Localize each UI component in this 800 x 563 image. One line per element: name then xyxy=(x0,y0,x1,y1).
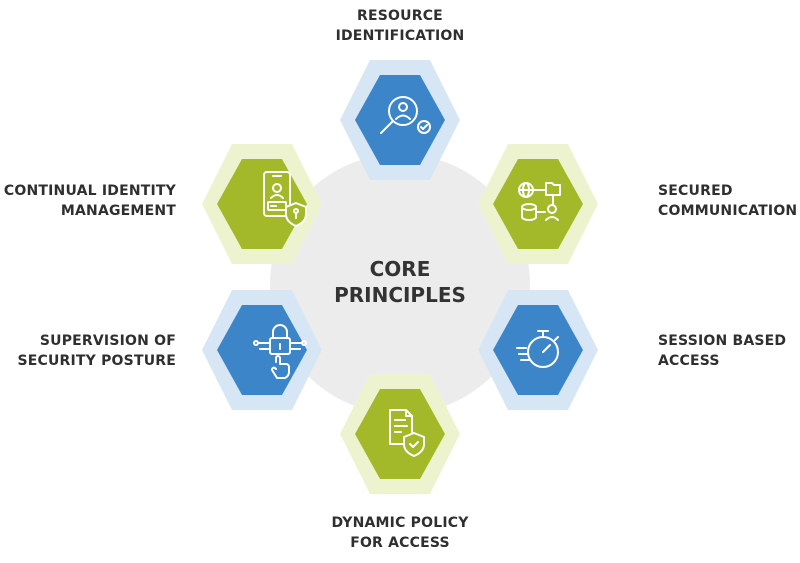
network-database-icon xyxy=(518,182,561,221)
label-line: CONTINUAL IDENTITY xyxy=(3,183,176,199)
label-secured-communication: SECURED COMMUNICATION xyxy=(658,181,797,221)
label-line: SECURED xyxy=(658,183,733,199)
label-line: FOR ACCESS xyxy=(350,535,450,551)
label-line: SECURITY POSTURE xyxy=(17,353,176,369)
label-line: SESSION BASED xyxy=(658,333,787,349)
center-title: CORE PRINCIPLES xyxy=(330,256,470,308)
document-shield-icon xyxy=(389,409,425,457)
label-line: COMMUNICATION xyxy=(658,203,798,219)
hex-session-based-access xyxy=(478,290,598,410)
search-user-icon xyxy=(380,96,431,134)
stopwatch-icon xyxy=(516,330,559,368)
label-line: IDENTIFICATION xyxy=(335,28,465,44)
label-resource-identification: RESOURCE IDENTIFICATION xyxy=(320,6,480,46)
label-line: SUPERVISION OF xyxy=(39,333,176,349)
label-continual-identity: CONTINUAL IDENTITY MANAGEMENT xyxy=(0,181,176,221)
label-line: DYNAMIC POLICY xyxy=(331,515,469,531)
label-dynamic-policy: DYNAMIC POLICY FOR ACCESS xyxy=(320,513,480,553)
hex-dynamic-policy xyxy=(340,374,460,494)
label-line: RESOURCE xyxy=(357,8,443,24)
hex-security-posture xyxy=(202,290,322,410)
mobile-identity-icon xyxy=(263,171,307,227)
label-session-based-access: SESSION BASED ACCESS xyxy=(658,331,786,371)
hex-secured-communication xyxy=(478,144,598,264)
label-line: MANAGEMENT xyxy=(60,203,176,219)
label-line: ACCESS xyxy=(658,353,720,369)
center-title-line1: CORE xyxy=(369,257,431,281)
hex-continual-identity xyxy=(202,144,322,264)
lock-circuit-icon xyxy=(253,324,307,379)
label-security-posture: SUPERVISION OF SECURITY POSTURE xyxy=(0,331,176,371)
hex-resource-identification xyxy=(340,60,460,180)
center-title-line2: PRINCIPLES xyxy=(334,283,466,307)
center-circle xyxy=(270,154,530,414)
